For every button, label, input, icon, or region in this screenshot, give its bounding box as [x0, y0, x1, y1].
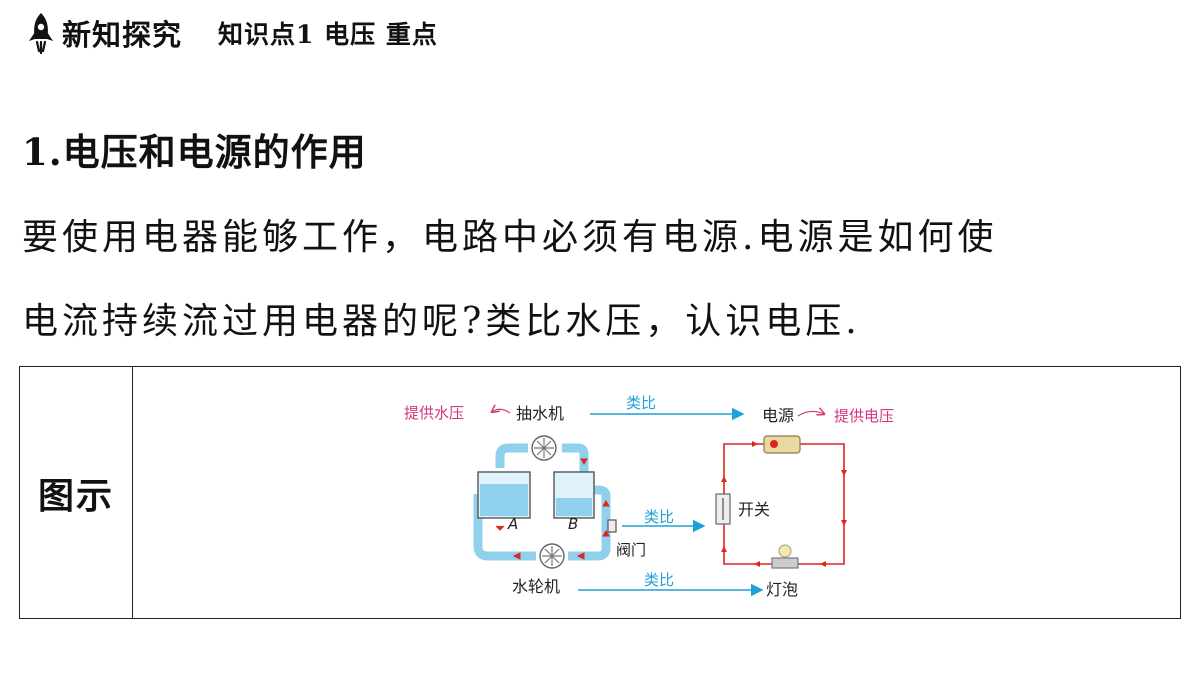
- bulb-label: 灯泡: [766, 580, 798, 599]
- paragraph-line-2: 电流持续流过用电器的呢?类比水压，认识电压.: [22, 301, 861, 342]
- pump-label: 抽水机: [516, 404, 564, 423]
- power-source-label: 电源: [762, 406, 794, 425]
- switch-label: 开关: [738, 500, 770, 519]
- paragraph-line-1: 要使用电器能够工作，电路中必须有电源.电源是如何使: [22, 217, 998, 258]
- water-pipe-system: [473, 435, 617, 569]
- water-circuit-analogy-diagram: 提供水压 抽水机 类比 电源 提供电压 A B 阀门 类比: [404, 394, 894, 599]
- analogy-label-middle: 类比: [644, 508, 674, 526]
- voltage-label: 提供电压: [834, 407, 894, 425]
- header-title: 新知探究: [62, 18, 183, 52]
- illustration-table: 图示: [19, 366, 1181, 619]
- container-b-label: B: [568, 515, 578, 533]
- turbine-label: 水轮机: [512, 577, 560, 596]
- table-divider: [132, 367, 133, 618]
- water-pressure-arrow: [492, 409, 511, 413]
- electric-circuit: [715, 435, 847, 569]
- analogy-label-bottom: 类比: [644, 571, 674, 589]
- header: 新知探究 知识点1 电压 重点: [22, 10, 438, 56]
- rocket-icon: [29, 13, 53, 55]
- header-subtitle: 知识点1 电压 重点: [218, 20, 438, 49]
- container-a-label: A: [507, 515, 518, 533]
- water-pressure-label: 提供水压: [404, 404, 464, 422]
- analogy-label-top: 类比: [626, 394, 656, 412]
- table-label: 图示: [37, 474, 114, 517]
- voltage-arrow: [797, 411, 824, 417]
- section-title: 1.电压和电源的作用: [22, 130, 367, 174]
- valve-label: 阀门: [616, 541, 646, 559]
